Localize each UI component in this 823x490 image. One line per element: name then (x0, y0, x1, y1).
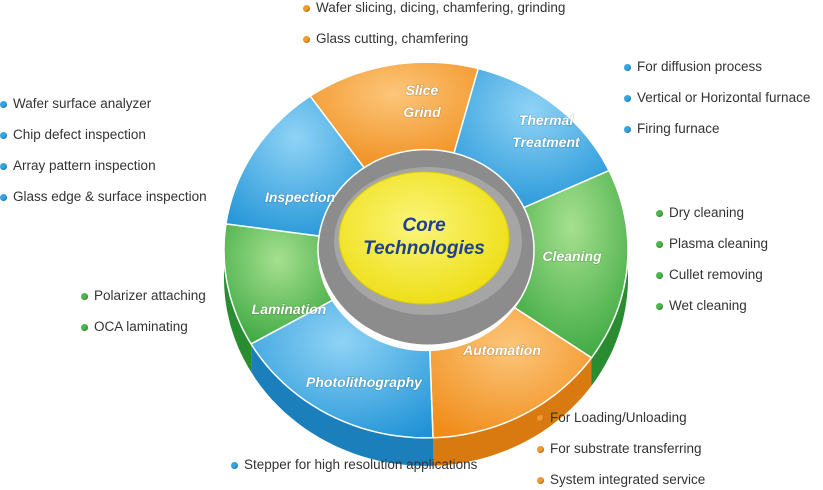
callout-item-inspection: Chip defect inspection (0, 127, 146, 143)
callout-item-photolithography: Stepper for high resolution applications (231, 457, 477, 473)
segment-side-automation (433, 357, 592, 466)
segment-label-slice-grind: Grind (403, 104, 441, 120)
callout-text: Firing furnace (637, 121, 720, 136)
callout-text: Wafer surface analyzer (13, 96, 152, 111)
callout-item-thermal: For diffusion process (624, 59, 762, 75)
bullet-dot-icon (656, 209, 663, 217)
bullet-dot-icon (81, 323, 88, 331)
callout-item-lamination: Polarizer attaching (81, 288, 206, 304)
callout-item-inspection: Wafer surface analyzer (0, 96, 151, 112)
callout-text: Chip defect inspection (13, 127, 146, 142)
callout-text: Plasma cleaning (669, 236, 769, 251)
bullet-dot-icon (656, 240, 663, 248)
core-title-line1: Core (402, 215, 446, 236)
wheel-segments (223, 61, 629, 439)
callout-item-lamination: OCA laminating (81, 319, 188, 335)
callout-text: Dry cleaning (669, 205, 745, 220)
callout-text: Cullet removing (669, 267, 763, 282)
segment-label-slice-grind: Slice (406, 82, 439, 98)
bullet-dot-icon (303, 4, 310, 12)
callout-item-cleaning: Cullet removing (656, 267, 763, 283)
segment-label-inspection: Inspection (265, 189, 335, 205)
callout-text: Polarizer attaching (94, 288, 206, 303)
bullet-dot-icon (303, 35, 310, 43)
callout-item-automation: For Loading/Unloading (537, 410, 687, 426)
callout-text: Glass edge & surface inspection (13, 189, 207, 204)
callout-text: Glass cutting, chamfering (316, 31, 469, 46)
bullet-dot-icon (231, 461, 238, 469)
bullet-dot-icon (537, 476, 544, 484)
segment-label-cleaning: Cleaning (542, 248, 602, 264)
callout-item-thermal: Vertical or Horizontal furnace (624, 90, 810, 106)
bullet-dot-icon (624, 125, 631, 133)
callout-text: For diffusion process (637, 59, 763, 74)
callout-text: Stepper for high resolution applications (244, 457, 478, 472)
bullet-dot-icon (0, 162, 7, 170)
callout-item-slice_grind: Wafer slicing, dicing, chamfering, grind… (303, 0, 565, 16)
segment-side-lamination (224, 223, 252, 372)
callout-item-cleaning: Dry cleaning (656, 205, 744, 221)
bullet-dot-icon (656, 302, 663, 310)
segment-label-photolithography: Photolithography (306, 374, 423, 390)
bullet-dot-icon (0, 131, 7, 139)
callout-text: Vertical or Horizontal furnace (637, 90, 811, 105)
segment-inspection (225, 95, 366, 237)
callout-text: Array pattern inspection (13, 158, 156, 173)
callout-text: System integrated service (550, 472, 706, 487)
bullet-dot-icon (624, 63, 631, 71)
callout-text: Wet cleaning (669, 298, 747, 313)
callout-text: OCA laminating (94, 319, 188, 334)
callout-item-slice_grind: Glass cutting, chamfering (303, 31, 468, 47)
segment-label-thermal: Thermal (519, 112, 575, 128)
bullet-dot-icon (656, 271, 663, 279)
segment-side-photolithography (251, 343, 433, 466)
segment-label-automation: Automation (462, 342, 541, 358)
core-hub: Core Technologies (334, 167, 522, 315)
callout-item-inspection: Array pattern inspection (0, 158, 156, 174)
bullet-dot-icon (0, 100, 7, 108)
callout-text: For substrate transferring (550, 441, 702, 456)
bullet-dot-icon (537, 414, 544, 422)
bullet-dot-icon (81, 292, 88, 300)
bullet-dot-icon (0, 193, 7, 201)
callout-item-cleaning: Wet cleaning (656, 298, 747, 314)
callout-item-automation: System integrated service (537, 472, 705, 488)
callout-text: Wafer slicing, dicing, chamfering, grind… (316, 0, 566, 15)
callout-item-cleaning: Plasma cleaning (656, 236, 768, 252)
bullet-dot-icon (537, 445, 544, 453)
segment-label-lamination: Lamination (252, 301, 327, 317)
callout-text: For Loading/Unloading (550, 410, 687, 425)
callout-item-inspection: Glass edge & surface inspection (0, 189, 207, 205)
callout-item-automation: For substrate transferring (537, 441, 702, 457)
core-title-line2: Technologies (363, 238, 485, 259)
bullet-dot-icon (624, 94, 631, 102)
core-hub-ellipse (338, 171, 510, 305)
callout-item-thermal: Firing furnace (624, 121, 720, 137)
segment-label-thermal: Treatment (512, 134, 581, 150)
